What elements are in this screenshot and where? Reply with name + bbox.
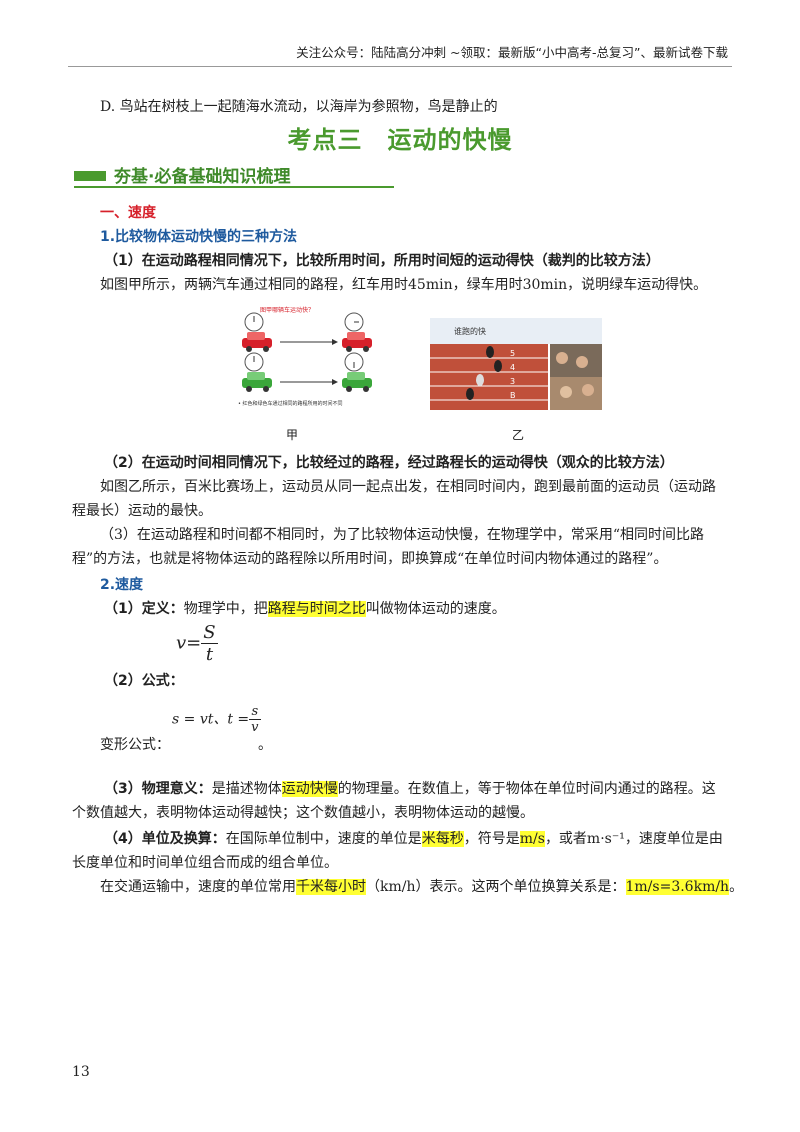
page-number: 13 — [72, 1064, 90, 1080]
derived-formula-a: s = vt、t = — [172, 711, 250, 728]
definition-line: （1）定义：物理学中，把路程与时间之比叫做物体运动的速度。 — [104, 598, 506, 618]
unit-highlight-symbol: m/s — [519, 831, 545, 847]
meaning-line-2: 个数值越大，表明物体运动得越快；这个数值越小，表明物体运动的越慢。 — [72, 805, 534, 821]
cars-illustration: 图甲哪辆车运动快？ • 红色和绿色车通过相同的路程所用的时间不同 — [232, 302, 392, 412]
figure-cars: 图甲哪辆车运动快？ • 红色和绿色车通过相同的路程所用的时间不同 — [232, 302, 392, 412]
svg-text:5: 5 — [510, 349, 515, 358]
derived-numerator: s — [249, 704, 261, 720]
unit-line-2: 长度单位和时间单位组合而成的组合单位。 — [72, 855, 338, 871]
formula-eq: = — [186, 632, 202, 654]
meaning-highlight: 运动快慢 — [281, 781, 338, 797]
section-speed-heading: 一、速度 — [100, 205, 156, 221]
meaning-line-1: （3）物理意义：是描述物体运动快慢的物理量。在数值上，等于物体在单位时间内通过的… — [104, 778, 716, 798]
traffic-end: 。 — [729, 879, 744, 895]
derived-denominator: v — [251, 720, 259, 735]
method2-title: （2）在运动时间相同情况下，比较经过的路程，经过路程长的运动得快（观众的比较方法… — [104, 455, 674, 471]
page-title: 考点三 运动的快慢 — [287, 126, 513, 154]
svg-text:B: B — [510, 391, 516, 400]
formula-denominator: t — [205, 644, 214, 665]
unit-line-1: （4）单位及换算：在国际单位制中，速度的单位是米每秒，符号是m/s，或者m·s⁻… — [104, 828, 723, 848]
method3-text-1: （3）在运动路程和时间都不相同时，为了比较物体运动快慢，在物理学中，常采用“相同… — [100, 527, 705, 543]
unit-post: ，或者m·s⁻¹，速度单位是由 — [544, 831, 723, 847]
fig-left-caption-top: 图甲哪辆车运动快？ — [260, 306, 314, 314]
meaning-pre: 是描述物体 — [211, 781, 282, 797]
speed-heading: 2.速度 — [100, 577, 144, 593]
page-header: 关注公众号：陆陆高分冲刺 ~领取：最新版“小中高考-总复习”、最新试卷下载 — [296, 45, 728, 60]
meaning-post: 的物理量。在数值上，等于物体在单位时间内通过的路程。这 — [337, 781, 716, 797]
section-banner: 夯基·必备基础知识梳理 — [74, 162, 394, 187]
traffic-pre: 在交通运输中，速度的单位常用 — [100, 879, 296, 895]
derived-formula-end: 。 — [258, 737, 272, 753]
traffic-mid: （km/h）表示。这两个单位换算关系是： — [366, 879, 626, 895]
traffic-line: 在交通运输中，速度的单位常用千米每小时（km/h）表示。这两个单位换算关系是：1… — [100, 876, 743, 896]
svg-text:4: 4 — [510, 363, 515, 372]
unit-pre: 在国际单位制中，速度的单位是 — [225, 831, 422, 847]
method2-text-2: 程最长）运动的最快。 — [72, 503, 212, 519]
formula-label: （2）公式： — [104, 673, 184, 689]
definition-pre: 物理学中，把 — [183, 601, 268, 617]
traffic-highlight-unit: 千米每小时 — [296, 879, 366, 895]
banner-rule — [74, 186, 394, 188]
fig-left-caption-bottom: • 红色和绿色车通过相同的路程所用的时间不同 — [238, 400, 343, 407]
figure-left-label: 甲 — [286, 428, 299, 442]
unit-label: （4）单位及换算： — [104, 831, 226, 847]
method3-text-2: 程”的方法，也就是将物体运动的路程除以所用时间，即换算成“在单位时间内物体通过的… — [72, 551, 668, 567]
meaning-label: （3）物理意义： — [104, 781, 212, 797]
formula-lhs: v — [176, 632, 187, 654]
definition-post: 叫做物体运动的速度。 — [365, 601, 506, 617]
definition-highlight: 路程与时间之比 — [267, 601, 366, 617]
unit-highlight-name: 米每秒 — [421, 831, 464, 847]
banner-bar — [74, 171, 106, 181]
unit-mid: ，符号是 — [463, 831, 520, 847]
method1-text: 如图甲所示，两辆汽车通过相同的路程，红车用时45min，绿车用时30min，说明… — [100, 277, 708, 293]
method2-text-1: 如图乙所示，百米比赛场上，运动员从同一起点出发，在相同时间内，跑到最前面的运动员… — [100, 479, 716, 495]
method1-title: （1）在运动路程相同情况下，比较所用时间，所用时间短的运动得快（裁判的比较方法） — [104, 253, 660, 269]
banner-text: 夯基·必备基础知识梳理 — [114, 167, 291, 187]
derived-formula-label: 变形公式： — [100, 737, 170, 753]
svg-text:3: 3 — [510, 377, 515, 386]
definition-label: （1）定义： — [104, 601, 184, 617]
traffic-highlight-conversion: 1m/s=3.6km/h — [625, 879, 730, 895]
formula-numerator: S — [201, 622, 218, 644]
fig-right-caption-top: 谁跑的快 — [454, 326, 486, 336]
race-photo: 谁跑的快 5 4 3 B — [430, 318, 602, 410]
option-d: D. 鸟站在树枝上一起随海水流动，以海岸为参照物，鸟是静止的 — [100, 99, 498, 115]
methods-heading: 1.比较物体运动快慢的三种方法 — [100, 229, 298, 245]
header-divider — [68, 66, 732, 67]
figure-right-label: 乙 — [512, 428, 525, 442]
figure-race: 谁跑的快 5 4 3 B — [430, 318, 602, 410]
